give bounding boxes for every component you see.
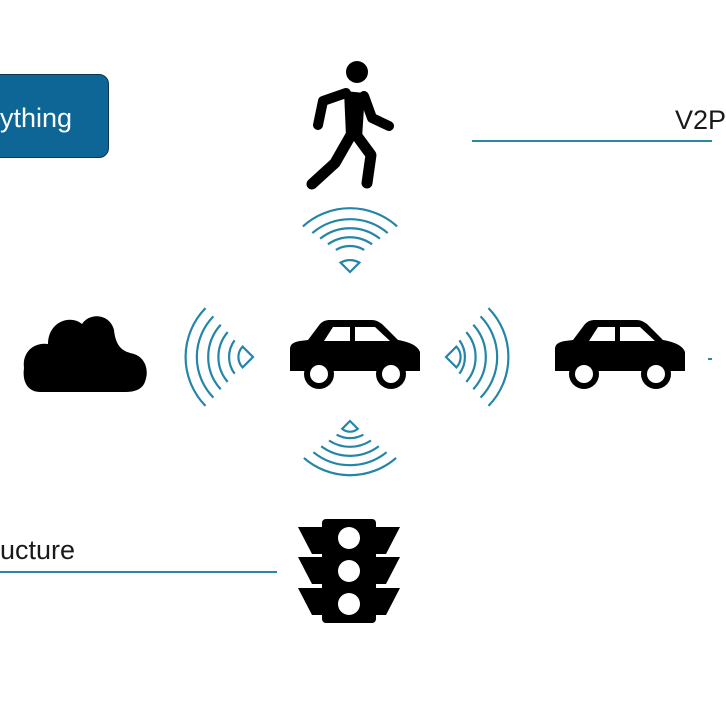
title-label: ything (0, 103, 73, 133)
wifi-signal-down-icon (303, 419, 397, 477)
v2p-label: V2P (675, 105, 726, 135)
car-icon-center (290, 320, 420, 389)
walking-person-icon (306, 61, 394, 190)
cloud-icon (23, 316, 147, 392)
wifi-signal-left-icon (184, 307, 255, 407)
v2i-label: ucture (0, 535, 76, 565)
car-icon-right (555, 320, 685, 389)
wifi-signal-right-icon (444, 307, 510, 407)
wifi-signal-up-icon (302, 207, 398, 274)
title-pill (0, 74, 109, 158)
traffic-light-icon (298, 519, 400, 623)
